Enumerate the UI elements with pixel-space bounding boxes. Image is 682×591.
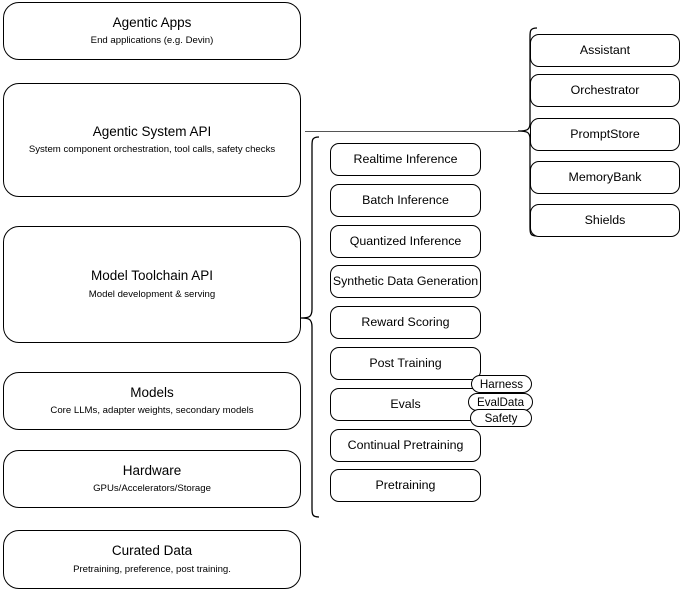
layer-title: Curated Data <box>111 543 193 559</box>
capability-label: Pretraining <box>375 477 436 492</box>
layer-subtitle: Pretraining, preference, post training. <box>73 563 231 575</box>
capability-box-quantized-inference[interactable]: Quantized Inference <box>330 225 481 258</box>
layer-title: Agentic Apps <box>112 14 192 30</box>
layer-box-curated-data[interactable]: Curated Data Pretraining, preference, po… <box>3 530 301 589</box>
eval-tag-safety[interactable]: Safety <box>470 409 532 427</box>
layer-title: Models <box>130 384 174 400</box>
component-box-orchestrator[interactable]: Orchestrator <box>530 74 680 107</box>
layer-subtitle: Model development & serving <box>88 288 216 300</box>
capability-label: Batch Inference <box>362 192 449 207</box>
capability-box-synthetic-data-generation[interactable]: Synthetic Data Generation <box>330 265 481 298</box>
layer-box-agentic-apps[interactable]: Agentic Apps End applications (e.g. Devi… <box>3 2 301 60</box>
capability-label: Post Training <box>369 355 442 370</box>
layer-box-models[interactable]: Models Core LLMs, adapter weights, secon… <box>3 372 301 430</box>
layer-title: Hardware <box>122 462 182 478</box>
component-label: MemoryBank <box>568 169 642 184</box>
capability-box-pretraining[interactable]: Pretraining <box>330 469 481 502</box>
capability-box-post-training[interactable]: Post Training <box>330 347 481 380</box>
capability-label: Evals <box>390 396 421 411</box>
capability-box-continual-pretraining[interactable]: Continual Pretraining <box>330 429 481 462</box>
layer-box-agentic-system-api[interactable]: Agentic System API System component orch… <box>3 83 301 197</box>
capability-label: Synthetic Data Generation <box>332 273 479 288</box>
component-box-shields[interactable]: Shields <box>530 204 680 237</box>
layer-subtitle: Core LLMs, adapter weights, secondary mo… <box>50 405 254 417</box>
capability-label: Continual Pretraining <box>347 437 464 452</box>
component-box-promptstore[interactable]: PromptStore <box>530 118 680 151</box>
layer-subtitle: GPUs/Accelerators/Storage <box>93 483 211 495</box>
capability-box-batch-inference[interactable]: Batch Inference <box>330 184 481 217</box>
layer-title: Agentic System API <box>92 123 212 139</box>
capability-label: Reward Scoring <box>361 314 450 329</box>
component-box-assistant[interactable]: Assistant <box>530 34 680 67</box>
capability-box-reward-scoring[interactable]: Reward Scoring <box>330 306 481 339</box>
connector-line-system-api-to-components <box>305 131 518 132</box>
layer-box-model-toolchain-api[interactable]: Model Toolchain API Model development & … <box>3 226 301 343</box>
bracket-toolchain-capabilities <box>300 136 320 518</box>
component-label: Assistant <box>579 42 631 57</box>
layer-subtitle: End applications (e.g. Devin) <box>90 35 214 47</box>
capability-label: Quantized Inference <box>349 233 462 248</box>
component-label: Shields <box>584 212 626 227</box>
layer-box-hardware[interactable]: Hardware GPUs/Accelerators/Storage <box>3 450 301 508</box>
layer-subtitle: System component orchestration, tool cal… <box>28 144 276 156</box>
layer-title: Model Toolchain API <box>90 268 214 284</box>
capability-box-realtime-inference[interactable]: Realtime Inference <box>330 143 481 176</box>
capability-label: Realtime Inference <box>353 151 458 166</box>
component-box-memorybank[interactable]: MemoryBank <box>530 161 680 194</box>
component-label: PromptStore <box>570 126 640 141</box>
capability-box-evals[interactable]: Evals <box>330 388 481 421</box>
eval-tag-harness[interactable]: Harness <box>471 375 532 393</box>
component-label: Orchestrator <box>570 82 640 97</box>
